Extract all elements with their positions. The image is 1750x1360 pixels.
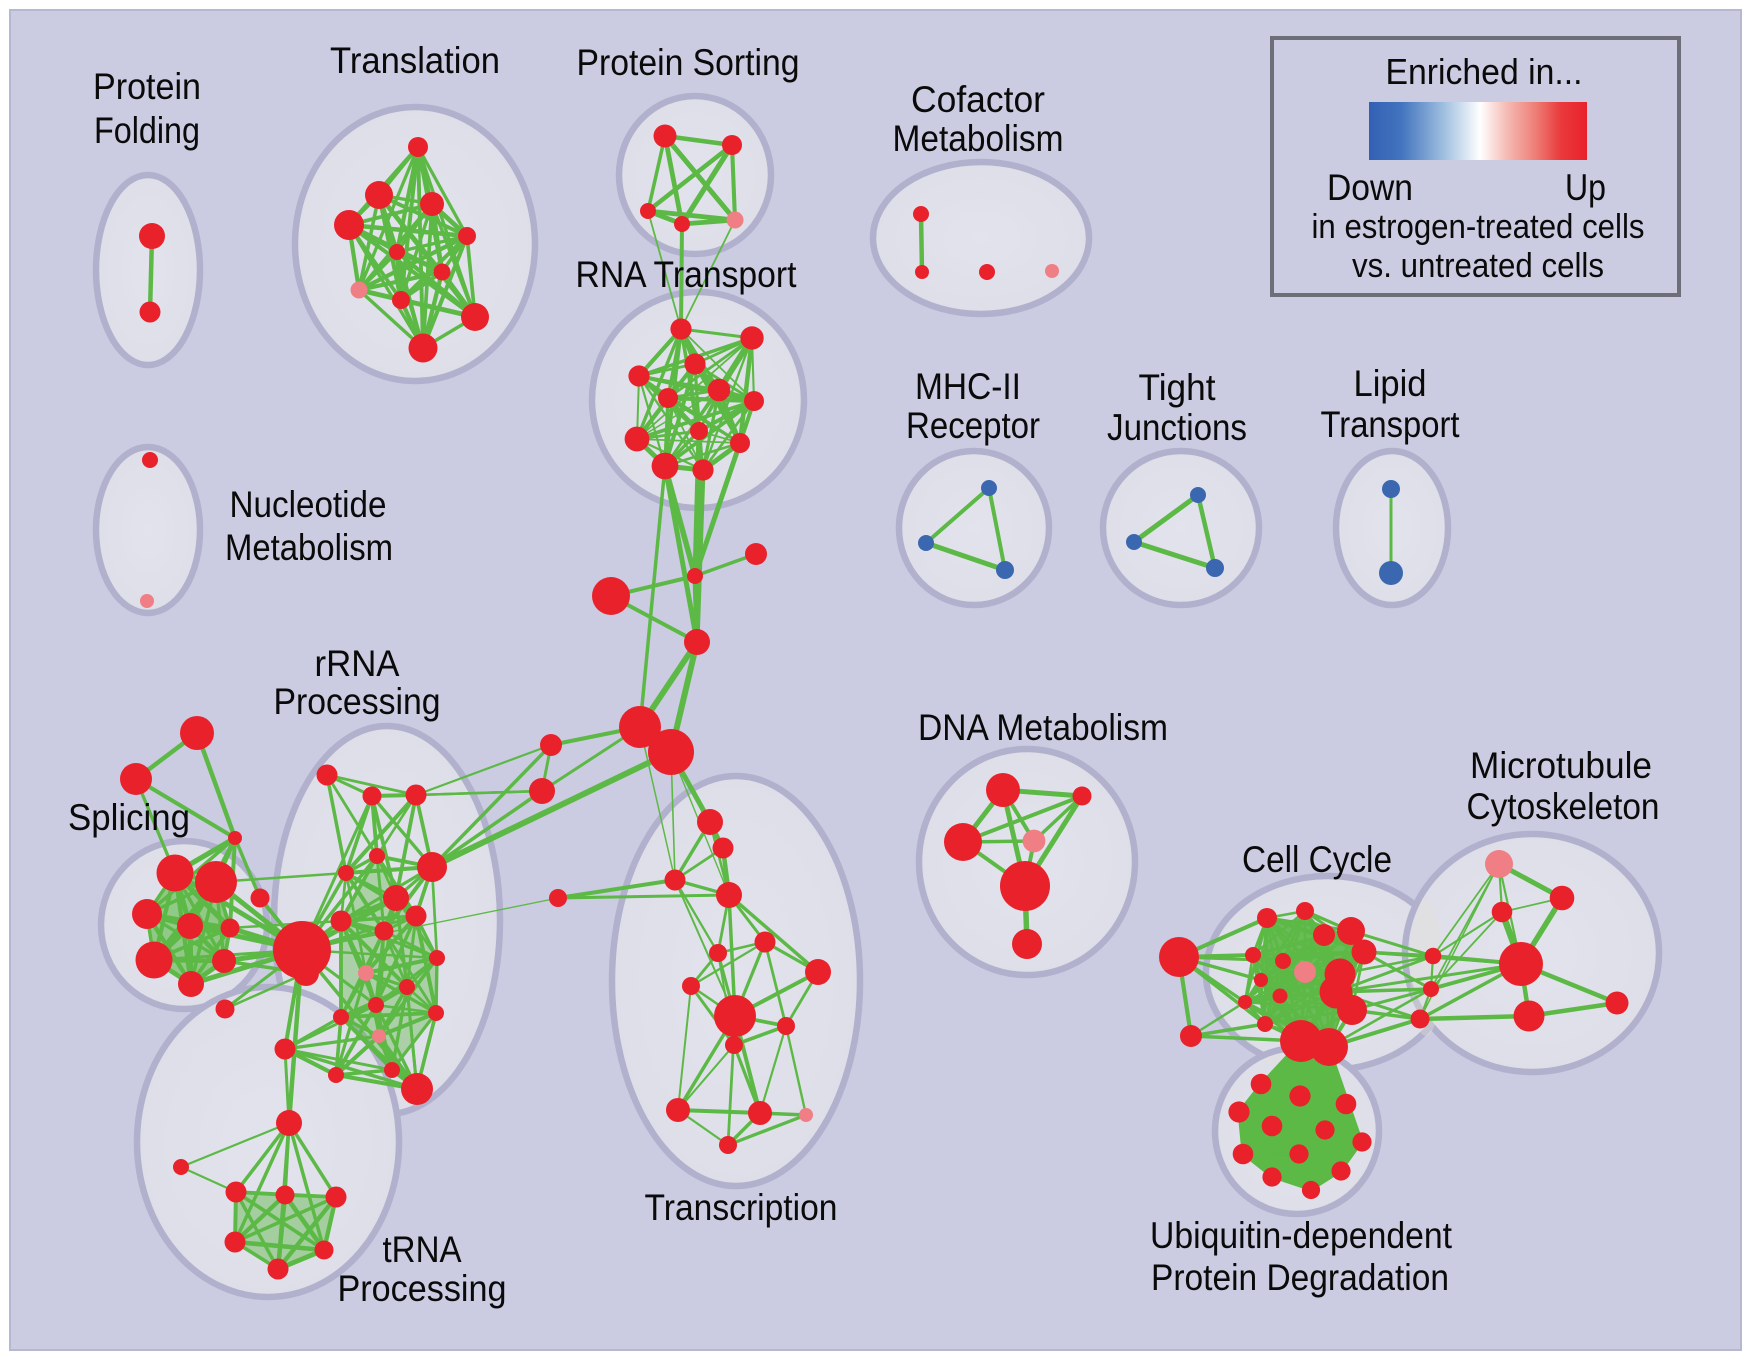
svg-text:Cytoskeleton: Cytoskeleton (1467, 786, 1660, 827)
svg-text:Splicing: Splicing (68, 797, 190, 838)
svg-text:Ubiquitin-dependent: Ubiquitin-dependent (1150, 1215, 1453, 1256)
svg-text:MHC-II: MHC-II (915, 366, 1021, 407)
svg-text:Transcription: Transcription (645, 1187, 838, 1228)
svg-text:Junctions: Junctions (1107, 407, 1247, 448)
svg-text:RNA Transport: RNA Transport (576, 254, 798, 295)
svg-text:Tight: Tight (1139, 367, 1217, 408)
svg-text:Protein: Protein (93, 66, 201, 107)
svg-text:DNA Metabolism: DNA Metabolism (918, 707, 1168, 748)
svg-text:Cofactor: Cofactor (911, 79, 1045, 120)
svg-text:Cell Cycle: Cell Cycle (1242, 839, 1392, 880)
svg-text:rRNA: rRNA (315, 643, 400, 684)
svg-text:Processing: Processing (338, 1268, 507, 1309)
svg-text:Translation: Translation (330, 40, 500, 81)
svg-text:Enriched in...: Enriched in... (1386, 51, 1583, 92)
svg-text:Protein Degradation: Protein Degradation (1151, 1257, 1449, 1298)
svg-text:Transport: Transport (1321, 404, 1461, 445)
svg-text:Protein Sorting: Protein Sorting (577, 42, 800, 83)
svg-text:Nucleotide: Nucleotide (230, 484, 387, 525)
svg-text:Lipid: Lipid (1354, 363, 1427, 404)
svg-text:vs. untreated cells: vs. untreated cells (1352, 247, 1604, 285)
svg-text:tRNA: tRNA (383, 1229, 462, 1270)
svg-text:Microtubule: Microtubule (1470, 745, 1652, 786)
svg-text:in estrogen-treated cells: in estrogen-treated cells (1312, 208, 1645, 246)
svg-text:Metabolism: Metabolism (893, 118, 1064, 159)
svg-text:Up: Up (1565, 167, 1606, 208)
svg-text:Receptor: Receptor (906, 405, 1040, 446)
svg-text:Metabolism: Metabolism (225, 527, 393, 568)
svg-text:Folding: Folding (94, 110, 200, 151)
svg-text:Processing: Processing (274, 681, 441, 722)
svg-text:Down: Down (1327, 167, 1413, 208)
